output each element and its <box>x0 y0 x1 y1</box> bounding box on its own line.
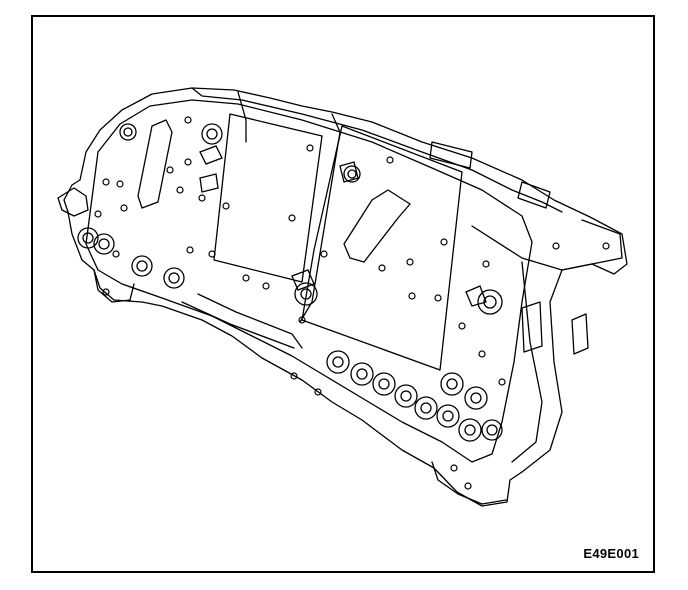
rim-tab-2 <box>517 181 551 209</box>
screw-hole <box>242 274 250 282</box>
bulb-socket <box>131 255 153 277</box>
screw-hole <box>94 210 102 218</box>
bulb-socket <box>440 372 464 396</box>
screw-hole <box>184 116 192 124</box>
bulb-socket <box>414 396 438 420</box>
screw-hole <box>262 282 270 290</box>
connector-stub <box>291 269 315 291</box>
left-slot <box>137 119 173 209</box>
screw-hole <box>288 214 296 222</box>
instrument-cluster-drawing <box>57 87 628 507</box>
connector-stub <box>199 145 223 165</box>
screw-hole <box>408 292 416 300</box>
screw-hole <box>298 316 306 324</box>
bulb-socket <box>350 362 374 386</box>
screw-hole <box>450 464 458 472</box>
right-gauge-window <box>301 125 463 371</box>
screw-hole <box>176 186 184 194</box>
bulb-socket <box>477 289 503 315</box>
face-panel-outline <box>85 99 533 463</box>
screw-hole <box>198 194 206 202</box>
screw-hole <box>166 166 174 174</box>
right-housing-lower <box>511 261 543 463</box>
screw-hole <box>102 178 110 186</box>
screw-hole <box>320 250 328 258</box>
bulb-socket <box>119 123 137 141</box>
screw-hole <box>602 242 610 250</box>
right-housing-wing <box>471 219 623 271</box>
bottom-ledge-2 <box>181 301 295 349</box>
screw-hole <box>116 180 124 188</box>
bulb-socket <box>481 419 503 441</box>
top-rim <box>191 87 563 213</box>
right-slot <box>343 189 411 263</box>
screw-hole <box>120 204 128 212</box>
center-gauge-window <box>213 113 323 283</box>
screw-hole <box>306 144 314 152</box>
bottom-ledge <box>197 293 303 349</box>
bulb-socket <box>372 372 396 396</box>
screw-hole <box>464 482 472 490</box>
bulb-socket <box>201 123 223 145</box>
bulb-socket <box>77 227 99 249</box>
cluster-housing-outline <box>63 87 628 507</box>
screw-hole <box>406 258 414 266</box>
connector-stub <box>339 161 359 183</box>
screw-hole <box>208 250 216 258</box>
bulb-socket <box>93 233 115 255</box>
screw-hole <box>186 246 194 254</box>
right-bracket-2 <box>571 313 589 355</box>
screw-hole <box>102 288 110 296</box>
right-bracket-1 <box>521 301 543 353</box>
bottom-mount-foot <box>431 461 507 505</box>
rim-tab-1 <box>429 141 473 169</box>
bulb-socket <box>436 404 460 428</box>
left-mount-tab <box>93 269 135 303</box>
screw-hole <box>482 260 490 268</box>
connector-stub <box>465 285 487 307</box>
bulb-socket <box>163 267 185 289</box>
screw-hole <box>458 322 466 330</box>
left-connector-clip <box>57 187 89 217</box>
screw-hole <box>478 350 486 358</box>
screw-hole <box>440 238 448 246</box>
bulb-socket <box>464 386 488 410</box>
bulb-socket <box>343 165 361 183</box>
bulb-socket <box>394 384 418 408</box>
figure-code-label: E49E001 <box>583 546 639 561</box>
screw-hole <box>184 158 192 166</box>
bulb-socket <box>326 350 350 374</box>
screw-hole <box>112 250 120 258</box>
figure-frame: E49E001 <box>31 15 655 573</box>
right-window-divider <box>299 113 341 323</box>
screw-hole <box>314 388 322 396</box>
screw-hole <box>552 242 560 250</box>
bulb-socket <box>294 282 318 306</box>
screw-hole <box>498 378 506 386</box>
screw-hole <box>434 294 442 302</box>
screw-hole <box>378 264 386 272</box>
screw-hole <box>386 156 394 164</box>
top-rim-inner <box>237 91 247 143</box>
connector-stub <box>199 173 219 193</box>
bulb-socket <box>458 418 482 442</box>
screw-hole <box>222 202 230 210</box>
screw-hole <box>290 372 298 380</box>
